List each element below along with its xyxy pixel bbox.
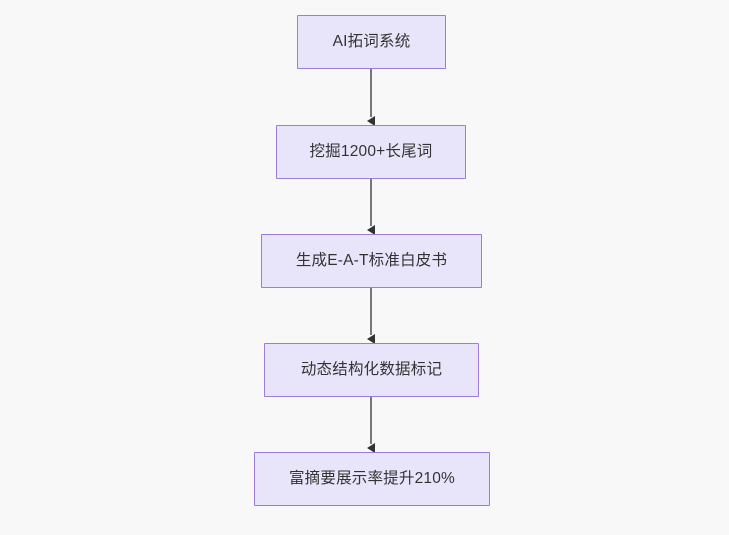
flow-node-label: 生成E-A-T标准白皮书 (295, 252, 448, 270)
flow-node-label: 挖掘1200+长尾词 (309, 143, 433, 161)
flow-node-label: 富摘要展示率提升210% (288, 470, 456, 488)
flow-node-mine-longtail-keywords[interactable]: 挖掘1200+长尾词 (276, 125, 466, 179)
flow-node-ai-keyword-system[interactable]: AI拓词系统 (297, 15, 446, 69)
flow-node-generate-eat-whitepaper[interactable]: 生成E-A-T标准白皮书 (261, 234, 482, 288)
flow-node-rich-snippet-rate-increase[interactable]: 富摘要展示率提升210% (254, 452, 490, 506)
flow-node-label: 动态结构化数据标记 (300, 361, 443, 379)
flow-node-label: AI拓词系统 (332, 33, 411, 51)
flow-node-dynamic-structured-data-markup[interactable]: 动态结构化数据标记 (264, 343, 479, 397)
